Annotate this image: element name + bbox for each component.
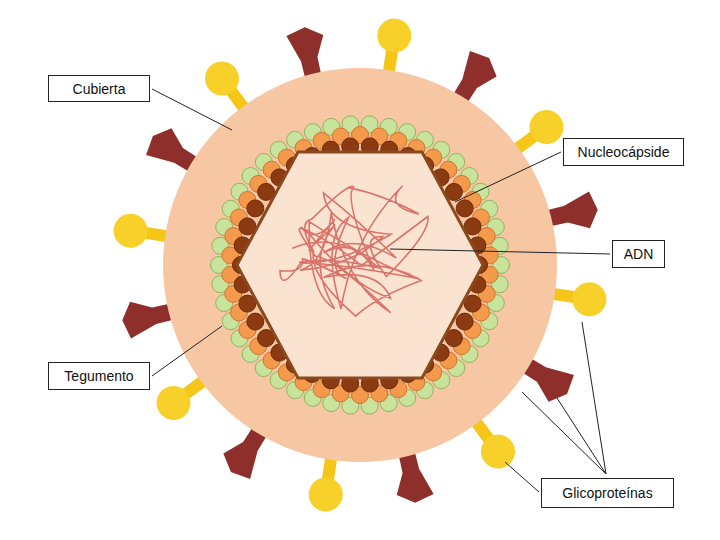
bead: [456, 313, 473, 330]
bead: [247, 200, 264, 217]
part-label: Glicoproteínas: [542, 484, 673, 502]
part-label: Cubierta: [49, 80, 149, 98]
part-label: ADN: [613, 245, 664, 263]
label-box: Glicoproteínas: [541, 478, 674, 508]
spike-head: [111, 211, 150, 250]
leader-line: [152, 89, 232, 130]
tegument-beads: [211, 116, 510, 414]
label-box: Tegumento: [48, 362, 150, 390]
leader-lines: [152, 89, 610, 492]
leader-line: [505, 462, 539, 492]
spike-head: [306, 475, 345, 514]
spike-head: [375, 16, 414, 55]
leader-line: [557, 398, 606, 474]
label-box: Nucleocápside: [563, 138, 684, 166]
spike-head: [198, 55, 246, 103]
bead: [456, 200, 473, 217]
dna-strand: [280, 186, 428, 316]
leader-line: [455, 152, 561, 202]
label-box: Cubierta: [48, 75, 150, 102]
label-box: ADN: [612, 240, 665, 268]
envelope: [163, 68, 557, 462]
leader-line: [582, 322, 606, 474]
spike-head: [570, 280, 609, 319]
part-label: Nucleocápside: [564, 143, 683, 161]
glycoprotein-spikes: [111, 16, 609, 514]
leader-line: [152, 326, 222, 376]
part-label: Tegumento: [49, 367, 149, 385]
spike-head: [150, 379, 198, 427]
dna-path: [280, 186, 428, 316]
leader-line: [522, 392, 606, 474]
spike-head: [474, 428, 522, 476]
bead: [247, 313, 264, 330]
leader-line: [390, 249, 610, 254]
capsid-hexagon: [237, 152, 483, 378]
